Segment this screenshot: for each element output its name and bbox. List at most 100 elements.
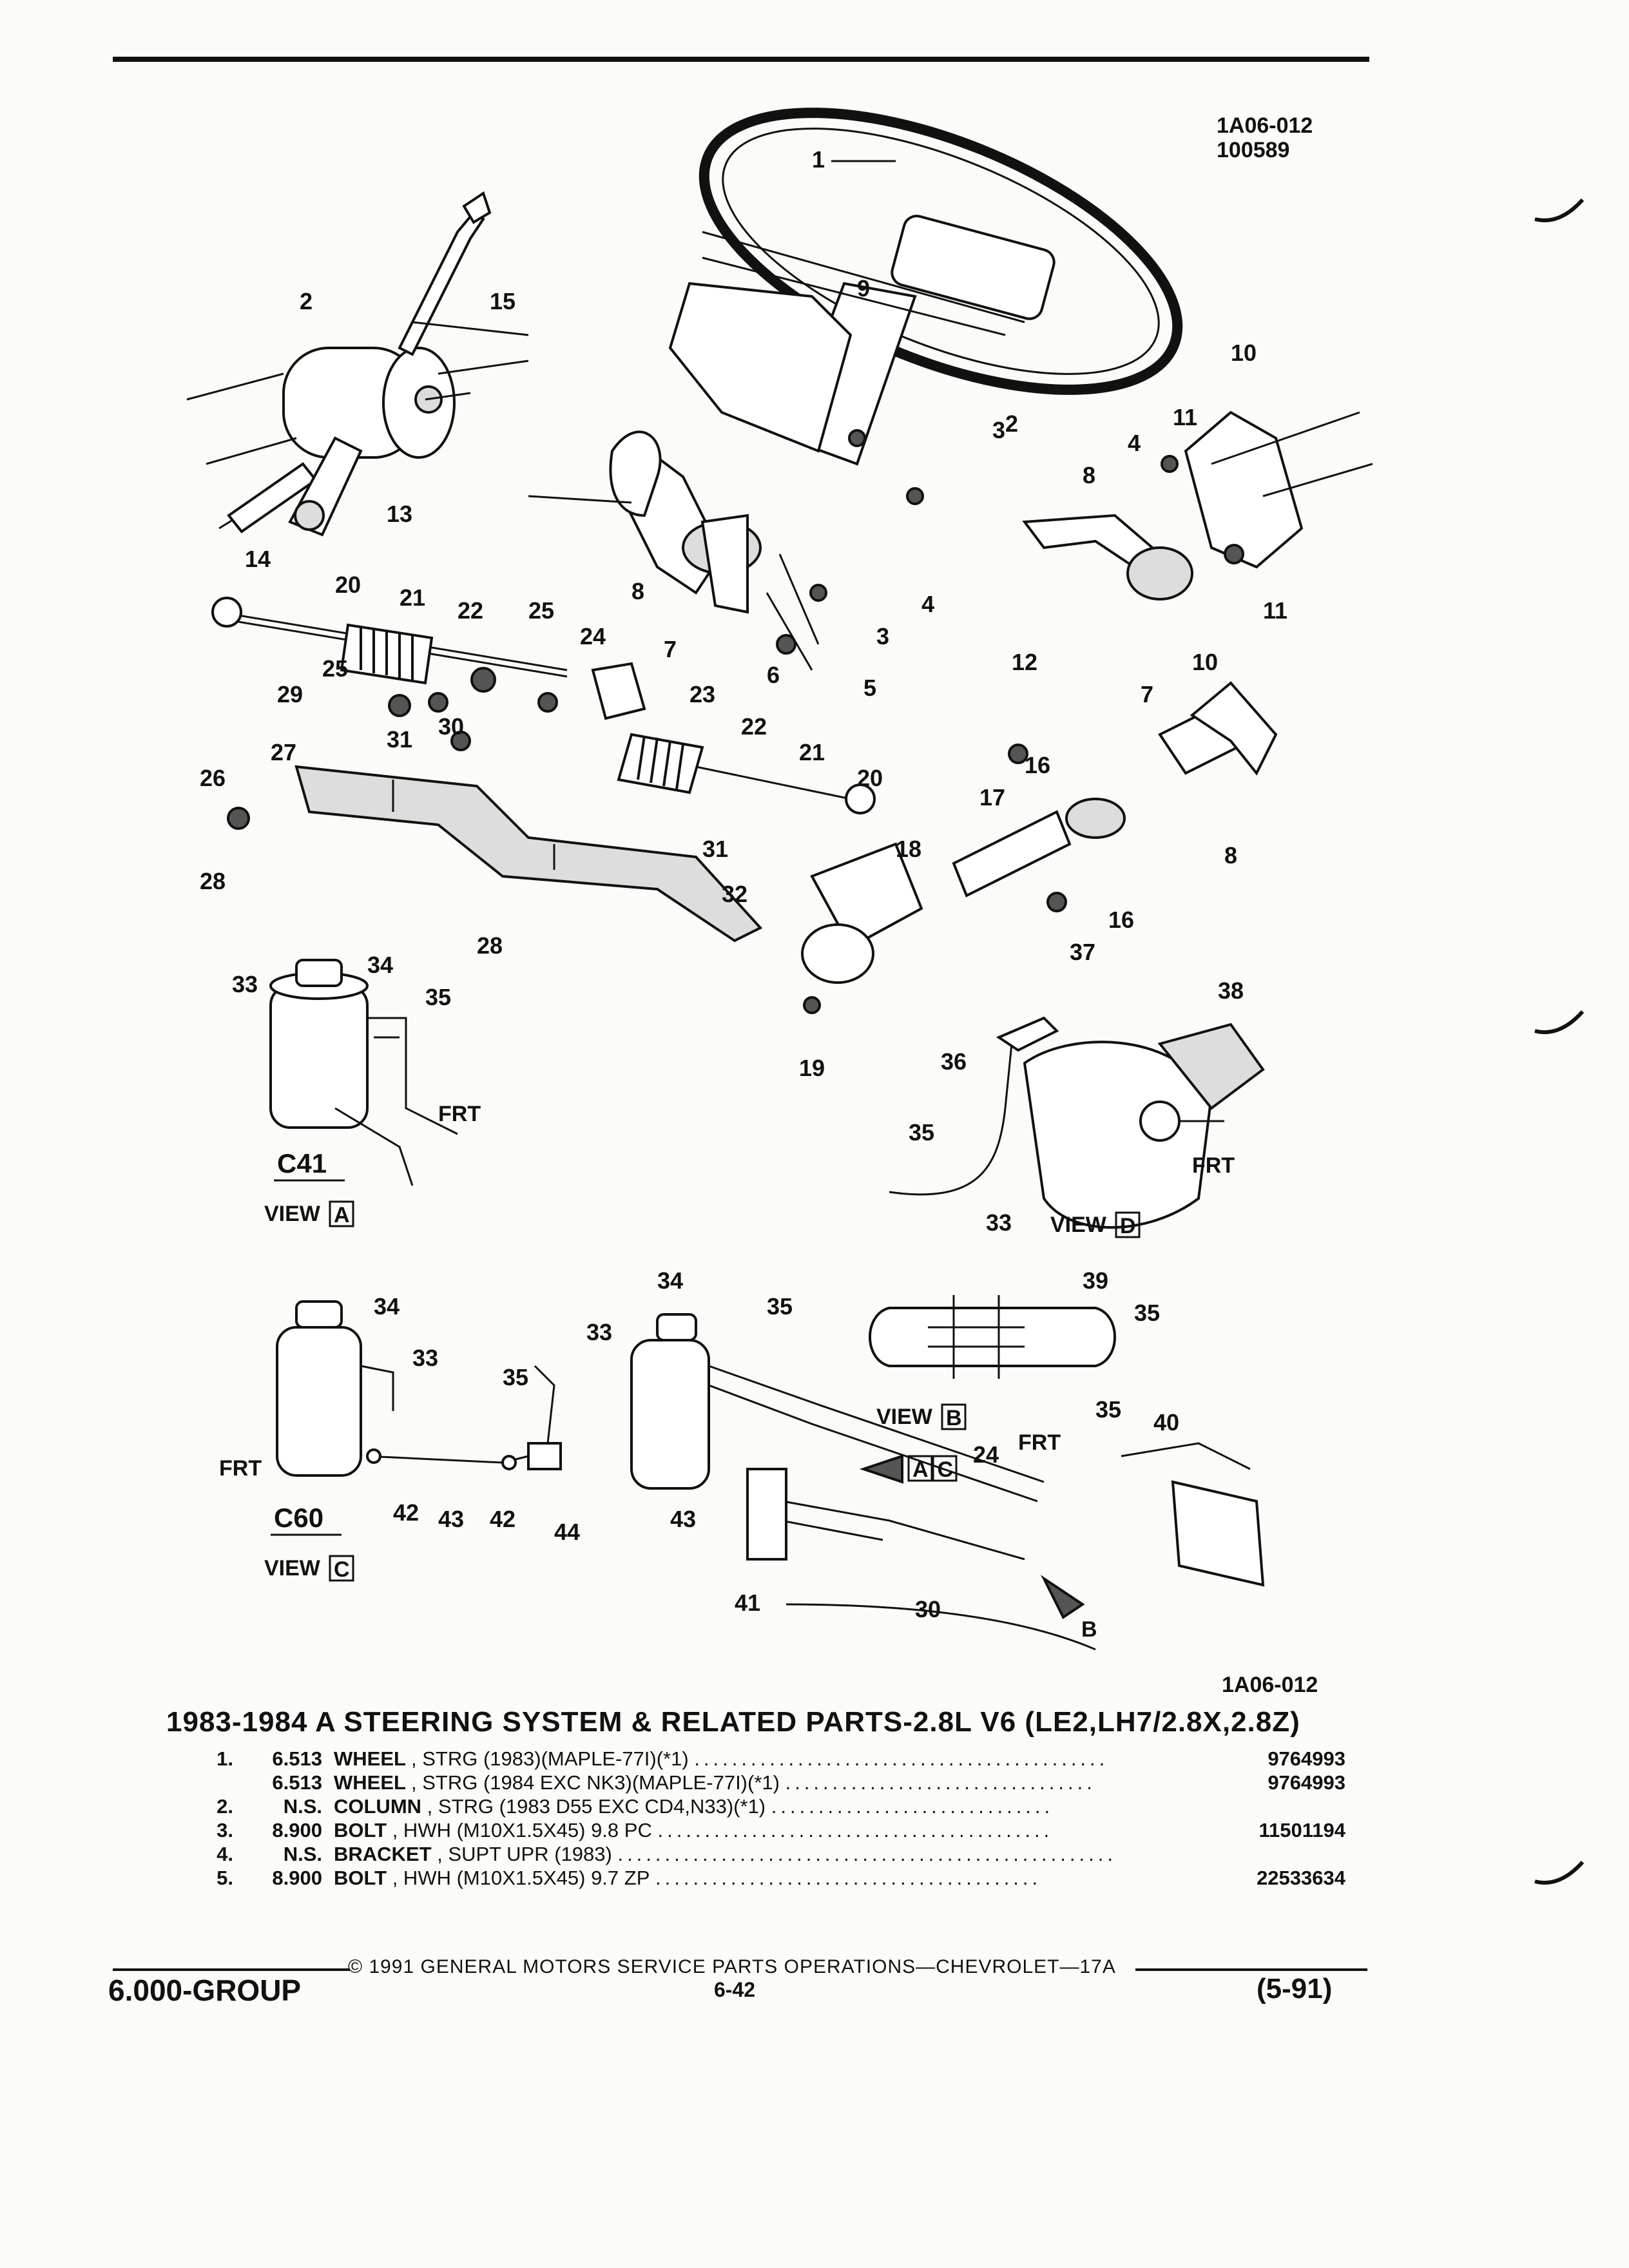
callout-25b: 25 [322, 655, 348, 682]
view-d-pump [889, 1016, 1265, 1229]
callout-38: 38 [1218, 977, 1244, 1004]
callout-21: 21 [400, 584, 425, 611]
item-number: 3. [217, 1819, 233, 1841]
table-row: 2. N.S. COLUMN , STRG (1983 D55 EXC CD4,… [180, 1795, 1345, 1819]
callout-20: 20 [335, 572, 361, 598]
callout-7b: 7 [1141, 681, 1153, 707]
part-description: WHEEL , STRG (1983)(MAPLE-77I)(*1) .....… [334, 1747, 1109, 1770]
callout-25: 25 [528, 597, 554, 624]
callout-18: 18 [896, 836, 921, 862]
callout-4b: 4 [1128, 430, 1141, 456]
view-c-letter: C [334, 1557, 350, 1582]
callout-7: 7 [664, 636, 677, 662]
part-detail: , SUPT UPR (1983) [437, 1843, 612, 1865]
callout-10b: 10 [1192, 649, 1218, 675]
callout-35: 35 [425, 984, 451, 1010]
view-b-detail [869, 1295, 1116, 1379]
table-row: 4. N.S. BRACKET , SUPT UPR (1983) ......… [180, 1843, 1345, 1867]
part-number: 11501194 [1258, 1819, 1345, 1841]
part-description: BOLT , HWH (M10X1.5X45) 9.8 PC .........… [334, 1819, 1054, 1841]
callout-34: 34 [367, 952, 393, 978]
callout-35b: 35 [909, 1119, 934, 1146]
part-description: BRACKET , SUPT UPR (1983) ..............… [334, 1843, 1117, 1865]
callout-14: 14 [245, 546, 271, 572]
callout-34c: 34 [657, 1267, 683, 1294]
view-a-letter: A [334, 1203, 350, 1227]
table-row: 3. 8.900 BOLT , HWH (M10X1.5X45) 9.8 PC … [180, 1819, 1345, 1843]
callout-28: 28 [200, 868, 226, 894]
callout-2b: 2 [1005, 410, 1018, 437]
callout-34b: 34 [374, 1293, 400, 1320]
column-detail [186, 191, 492, 537]
part-detail: , STRG (1983)(MAPLE-77I)(*1) [411, 1747, 689, 1770]
group-code: 6.513 [272, 1771, 322, 1794]
frt-label-a: FRT [438, 1102, 481, 1126]
callout-24: 24 [580, 623, 606, 649]
view-c-reservoir [276, 1300, 562, 1477]
callout-37: 37 [1070, 939, 1095, 965]
callout-31: 31 [387, 726, 412, 753]
callout-numbers-rack: 20 21 22 25 24 25 23 29 30 31 26 27 22 2… [200, 572, 883, 959]
callout-3b: 3 [876, 623, 889, 649]
group-code: 8.900 [272, 1867, 322, 1889]
view-d-callouts: 37 38 36 35 33 FRT VIEW D [909, 939, 1244, 1238]
view-b-label: VIEW [876, 1405, 933, 1429]
lines-callouts: 34 35 33 43 24 35 40 41 30 FRT AC B [586, 1267, 1179, 1642]
group-code: 8.900 [272, 1819, 322, 1841]
callout-33c: 33 [412, 1345, 438, 1371]
callout-13: 13 [387, 501, 412, 527]
part-number: 9764993 [1268, 1771, 1345, 1794]
callout-30b: 30 [915, 1596, 941, 1622]
part-number [1229, 1843, 1345, 1867]
callout-41: 41 [735, 1590, 760, 1616]
group-code: 6.513 [272, 1747, 322, 1770]
callout-23: 23 [689, 681, 715, 707]
callout-12: 12 [1012, 649, 1037, 675]
callout-3: 3 [992, 417, 1005, 443]
callout-35f: 35 [1134, 1300, 1160, 1326]
view-a-callouts: 34 33 35 FRT C41 VIEW A [232, 952, 481, 1227]
part-name: BOLT [334, 1867, 387, 1889]
part-detail: , HWH (M10X1.5X45) 9.7 ZP [392, 1867, 650, 1889]
callout-24b: 24 [973, 1441, 999, 1468]
part-name: COLUMN [334, 1795, 422, 1818]
part-detail: , HWH (M10X1.5X45) 9.8 PC [392, 1819, 652, 1841]
callout-32: 32 [722, 881, 747, 907]
view-a-reservoir [269, 959, 458, 1186]
punch-mark-middle [1534, 1010, 1585, 1034]
callout-5: 5 [863, 675, 876, 701]
table-row: 5. 8.900 BOLT , HWH (M10X1.5X45) 9.7 ZP … [180, 1867, 1345, 1890]
part-description: WHEEL , STRG (1984 EXC NK3)(MAPLE-77I)(*… [334, 1771, 1096, 1794]
section-title: 1983-1984 A STEERING SYSTEM & RELATED PA… [166, 1706, 1300, 1738]
callout-44: 44 [554, 1519, 580, 1545]
group-number: 6.000-GROUP [108, 1974, 302, 2007]
frt-label-lines: FRT [1018, 1430, 1061, 1455]
callout-35e: 35 [1095, 1396, 1121, 1423]
arrow-ac-label: AC [912, 1457, 962, 1482]
part-name: BRACKET [334, 1843, 432, 1865]
callout-30: 30 [438, 713, 464, 740]
steering-system-illustration: 1 2 3 3 4 5 6 7 8 9 2 10 11 11 4 8 12 15… [186, 108, 1373, 1651]
footer-rule-left [113, 1968, 350, 1971]
punch-mark-top [1534, 198, 1585, 222]
callout-6: 6 [767, 662, 780, 688]
callout-8b: 8 [1083, 462, 1095, 488]
view-c-label: VIEW [264, 1556, 321, 1581]
table-row: 1. 6.513 WHEEL , STRG (1983)(MAPLE-77I)(… [180, 1747, 1345, 1771]
callout-numbers-main: 1 2 3 3 4 5 6 7 8 9 2 10 11 11 4 8 12 15… [245, 146, 1287, 701]
drawing-number: 100589 [1217, 138, 1290, 162]
callout-26: 26 [200, 765, 226, 791]
callout-1: 1 [812, 146, 825, 173]
callout-8c: 8 [1224, 842, 1237, 869]
callout-16: 16 [1025, 752, 1050, 778]
parts-table: 1. 6.513 WHEEL , STRG (1983)(MAPLE-77I)(… [180, 1747, 1345, 1890]
group-code: N.S. [283, 1795, 322, 1818]
callout-2: 2 [300, 288, 313, 314]
callout-22b: 22 [741, 713, 767, 740]
callout-43: 43 [438, 1506, 464, 1532]
callout-19: 19 [799, 1055, 825, 1081]
view-a-label: VIEW [264, 1202, 321, 1226]
bracket-detail [1022, 410, 1373, 601]
part-name: WHEEL [334, 1747, 406, 1770]
callout-35c: 35 [503, 1364, 528, 1390]
